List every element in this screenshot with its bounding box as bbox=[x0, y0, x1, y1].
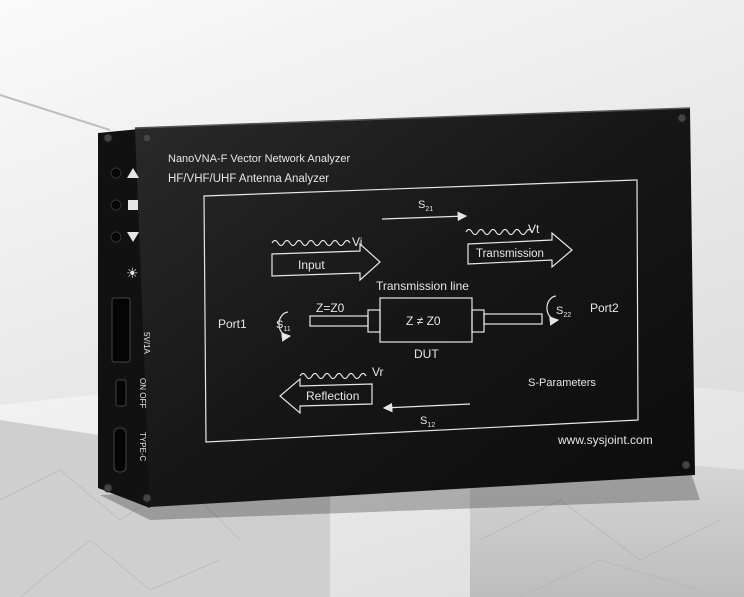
usb-power-label: 5V/1A bbox=[142, 332, 151, 354]
port2-label: Port2 bbox=[590, 301, 619, 315]
screw-icon bbox=[103, 483, 113, 493]
z-equal-label: Z=Z0 bbox=[316, 301, 345, 315]
usb-c-label: TYPE-C bbox=[138, 432, 147, 462]
s11-arc-icon bbox=[278, 311, 292, 342]
s22-arc-icon bbox=[546, 295, 560, 326]
switch-label: ON OFF bbox=[138, 378, 147, 408]
nanovna-device: ☀ 5V/1A ON OFF TYPE-C NanoVNA-F Vector N… bbox=[98, 107, 700, 520]
light-streak bbox=[0, 94, 111, 131]
s11-label: S11 bbox=[276, 319, 291, 333]
incident-wave bbox=[271, 239, 351, 247]
screws bbox=[103, 113, 691, 503]
s21-arrow bbox=[381, 211, 468, 222]
down-button[interactable] bbox=[110, 231, 122, 243]
screw-icon bbox=[681, 460, 691, 470]
brightness-icon: ☀ bbox=[126, 265, 139, 281]
power-switch[interactable] bbox=[115, 379, 127, 407]
down-arrow-icon bbox=[127, 232, 139, 242]
s12-label: S12 bbox=[420, 415, 435, 429]
s-parameter-diagram: S21 Vi Input Vt Transmission Transmissio… bbox=[203, 179, 639, 443]
input-label: Input bbox=[298, 258, 325, 272]
select-button[interactable] bbox=[110, 199, 122, 211]
transmission-arrow bbox=[467, 231, 573, 269]
up-button[interactable] bbox=[110, 167, 122, 179]
right-line bbox=[483, 313, 543, 325]
device-title-line1: NanoVNA-F Vector Network Analyzer bbox=[168, 153, 351, 165]
s12-arrow bbox=[382, 402, 471, 413]
vt-label: Vt bbox=[528, 222, 540, 236]
side-controls: ☀ 5V/1A ON OFF TYPE-C bbox=[110, 167, 151, 473]
transmitted-wave bbox=[465, 228, 533, 236]
reflected-wave bbox=[299, 372, 367, 380]
usb-c-port[interactable] bbox=[113, 427, 127, 473]
vi-label: Vi bbox=[352, 235, 362, 249]
reflection-arrow bbox=[279, 377, 373, 415]
reflection-label: Reflection bbox=[306, 389, 359, 403]
screw-icon bbox=[142, 493, 152, 503]
up-arrow-icon bbox=[127, 168, 139, 178]
screw-icon bbox=[142, 133, 152, 143]
usb-power-port[interactable] bbox=[111, 297, 131, 363]
front-highlight bbox=[134, 107, 691, 129]
transmission-label: Transmission bbox=[476, 248, 544, 260]
vr-label: Vr bbox=[372, 365, 384, 379]
s-parameters-label: S-Parameters bbox=[528, 377, 596, 389]
device-front bbox=[135, 108, 695, 507]
square-icon bbox=[128, 200, 138, 210]
z-not-equal-label: Z ≠ Z0 bbox=[406, 314, 441, 328]
s21-label: S21 bbox=[418, 199, 433, 213]
screw-icon bbox=[103, 133, 113, 143]
diagram-frame bbox=[203, 179, 639, 443]
website-label: www.sysjoint.com bbox=[557, 433, 653, 447]
screw-icon bbox=[677, 113, 687, 123]
dut-label: DUT bbox=[414, 347, 439, 361]
input-arrow bbox=[271, 242, 381, 282]
transmission-line-label: Transmission line bbox=[376, 279, 469, 293]
port1-label: Port1 bbox=[218, 317, 247, 331]
device-title-line2: HF/VHF/UHF Antenna Analyzer bbox=[168, 173, 329, 185]
s22-label: S22 bbox=[556, 305, 571, 319]
